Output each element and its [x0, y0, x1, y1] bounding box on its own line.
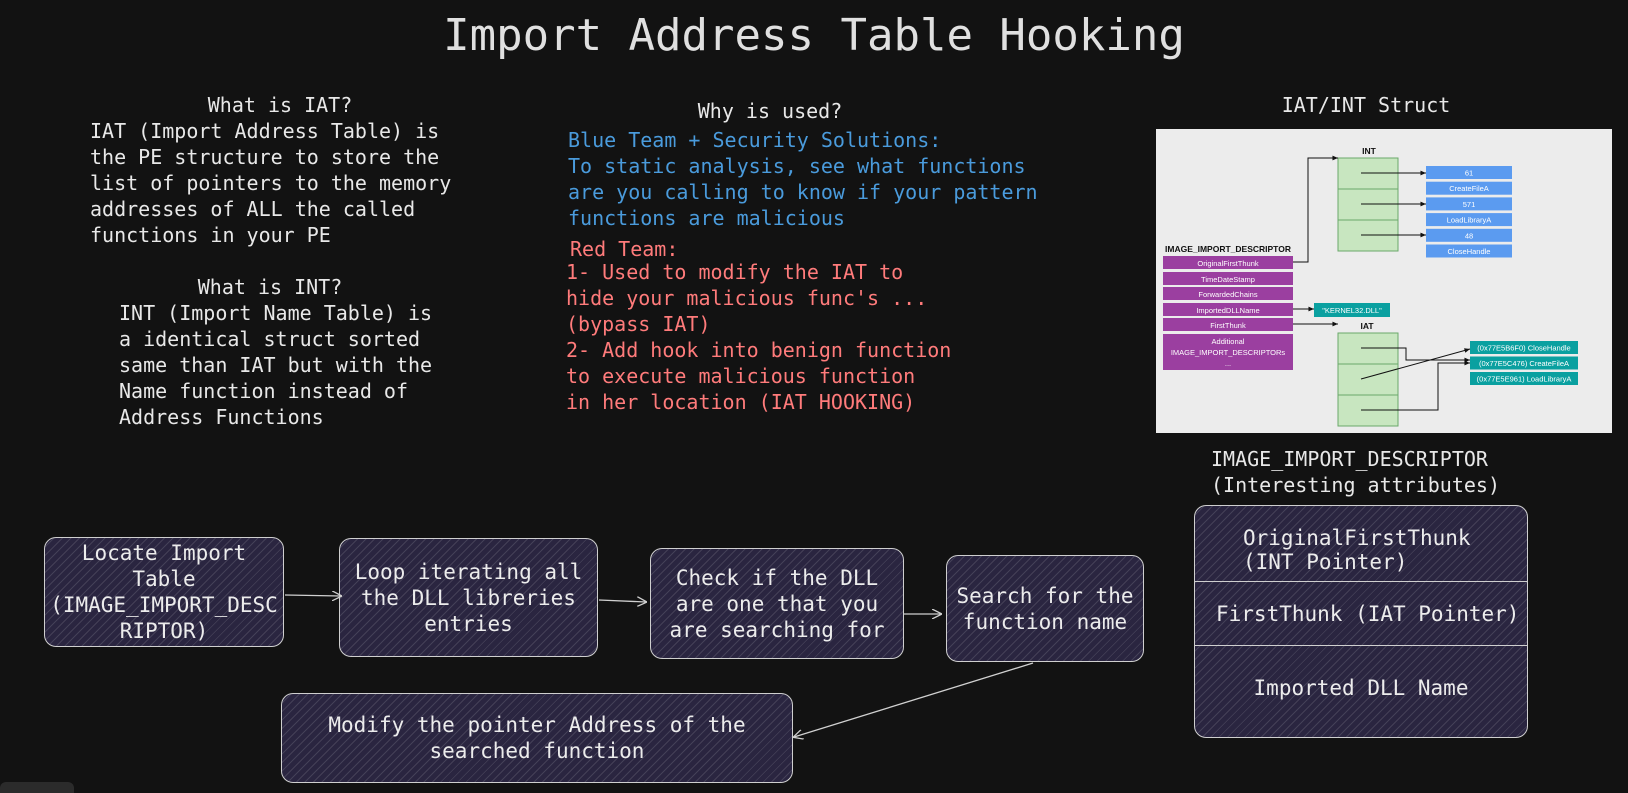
page-title: Import Address Table Hooking: [443, 10, 1185, 61]
what-is-int-heading: What is INT?: [197, 275, 343, 299]
struct-arrow-head: [1332, 321, 1338, 327]
dll-name-label: "KERNEL32.DLL": [1322, 306, 1382, 315]
descriptor-field: ImportedDLLName: [1163, 303, 1293, 316]
flow-step-loop-dll-entries: Loop iterating all the DLL libreries ent…: [339, 538, 598, 657]
int-entry-label: 571: [1463, 200, 1476, 209]
struct-arrow-head: [1464, 360, 1470, 366]
what-is-iat-heading: What is IAT?: [207, 93, 353, 117]
int-entry-label: 61: [1465, 169, 1473, 178]
flow-arrow: [284, 595, 341, 596]
why-used-heading: Why is used?: [697, 99, 843, 123]
struct-arrow: [1360, 348, 1471, 380]
int-entry: 61: [1426, 166, 1512, 179]
struct-arrow-head: [1308, 306, 1314, 312]
int-entry: CreateFileA: [1426, 181, 1512, 195]
flow-step-text: Check if the DLL are one that you are se…: [669, 565, 885, 642]
struct-arrow-head: [1420, 170, 1426, 176]
flow-arrow: [598, 600, 646, 602]
descriptor-attributes-box: OriginalFirstThunk (INT Pointer) FirstTh…: [1194, 505, 1528, 738]
struct-arrow: [1293, 157, 1338, 263]
struct-arrow-head: [1420, 201, 1426, 207]
struct-arrow: [1361, 362, 1470, 411]
int-entry: 571: [1426, 197, 1512, 211]
iat-entry-label: (0x77E5C476) CreateFileA: [1479, 359, 1569, 368]
descriptor-section-heading: IMAGE_IMPORT_DESCRIPTOR (Interesting att…: [1211, 447, 1500, 497]
flow-step-text: Search for the function name: [956, 583, 1134, 634]
struct-arrow: [1361, 347, 1470, 361]
iat-entry-label: (0x77E5B6F0) CloseHandle: [1477, 344, 1570, 353]
descriptor-title: IMAGE_IMPORT_DESCRIPTOR: [1165, 244, 1291, 254]
flow-step-text: Modify the pointer Address of the search…: [328, 713, 746, 763]
struct-arrow-head: [1464, 348, 1470, 353]
red-team-heading: Red Team:: [570, 237, 679, 261]
descriptor-field-label: ForwardedChains: [1198, 290, 1257, 299]
descriptor-attr-first-thunk: FirstThunk (IAT Pointer): [1216, 602, 1520, 626]
descriptor-field-label: OriginalFirstThunk: [1197, 259, 1259, 268]
blue-team-heading: Blue Team + Security Solutions:: [568, 128, 942, 152]
iat-label: IAT: [1360, 321, 1374, 331]
flow-step-modify-pointer: Modify the pointer Address of the search…: [281, 693, 793, 783]
red-team-body: 1- Used to modify the IAT to hide your m…: [566, 260, 952, 414]
iat-entry: (0x77E5B6F0) CloseHandle: [1470, 341, 1578, 354]
iat-entry: (0x77E5E961) LoadLibraryA: [1470, 372, 1578, 385]
flow-arrow: [794, 662, 1034, 737]
descriptor-field-label: TimeDateStamp: [1201, 275, 1255, 284]
int-entry-label: 48: [1465, 231, 1473, 240]
int-entry-label: CloseHandle: [1448, 247, 1491, 256]
blue-team-body: To static analysis, see what functions a…: [568, 154, 1038, 230]
descriptor-field: FirstThunk: [1163, 318, 1293, 331]
flow-step-search-function: Search for the function name: [946, 555, 1144, 662]
descriptor-field: OriginalFirstThunk: [1163, 256, 1293, 269]
int-entry: 48: [1426, 228, 1512, 242]
int-entry: CloseHandle: [1426, 244, 1512, 258]
int-entry: LoadLibraryA: [1426, 213, 1512, 227]
iat-entry-label: (0x77E5E961) LoadLibraryA: [1477, 375, 1572, 384]
what-is-iat-body: IAT (Import Address Table) is the PE str…: [90, 119, 452, 247]
descriptor-attr-imported-dll-name: Imported DLL Name: [1253, 676, 1469, 700]
struct-arrow-head: [1332, 155, 1338, 161]
flow-step-check-dll: Check if the DLL are one that you are se…: [650, 548, 904, 659]
int-label: INT: [1362, 146, 1377, 156]
descriptor-field: TimeDateStamp: [1163, 272, 1293, 285]
int-entry-label: CreateFileA: [1449, 184, 1489, 193]
flow-step-locate-import-table: Locate Import Table (IMAGE_IMPORT_DESC R…: [44, 537, 284, 647]
descriptor-field: ForwardedChains: [1163, 287, 1293, 300]
iat-int-struct-diagram: IMAGE_IMPORT_DESCRIPTOR OriginalFirstThu…: [1156, 129, 1612, 433]
dll-name-box: "KERNEL32.DLL": [1314, 303, 1390, 317]
descriptor-divider: [1195, 645, 1527, 646]
int-entry-label: LoadLibraryA: [1447, 216, 1492, 225]
struct-arrow-head: [1464, 357, 1470, 363]
struct-heading: IAT/INT Struct: [1281, 93, 1451, 117]
descriptor-field-label: ImportedDLLName: [1196, 306, 1259, 315]
flow-step-text: Loop iterating all the DLL libreries ent…: [354, 559, 583, 636]
flow-step-text: Locate Import Table (IMAGE_IMPORT_DESC R…: [50, 541, 278, 643]
corner-tab: [0, 782, 74, 793]
struct-arrow-head: [1420, 232, 1426, 238]
descriptor-field-label: FirstThunk: [1210, 321, 1246, 330]
descriptor-attr-original-first-thunk: OriginalFirstThunk (INT Pointer): [1243, 526, 1471, 574]
what-is-int-body: INT (Import Name Table) is a identical s…: [119, 301, 433, 429]
iat-entry: (0x77E5C476) CreateFileA: [1470, 356, 1578, 370]
descriptor-divider: [1195, 581, 1527, 582]
